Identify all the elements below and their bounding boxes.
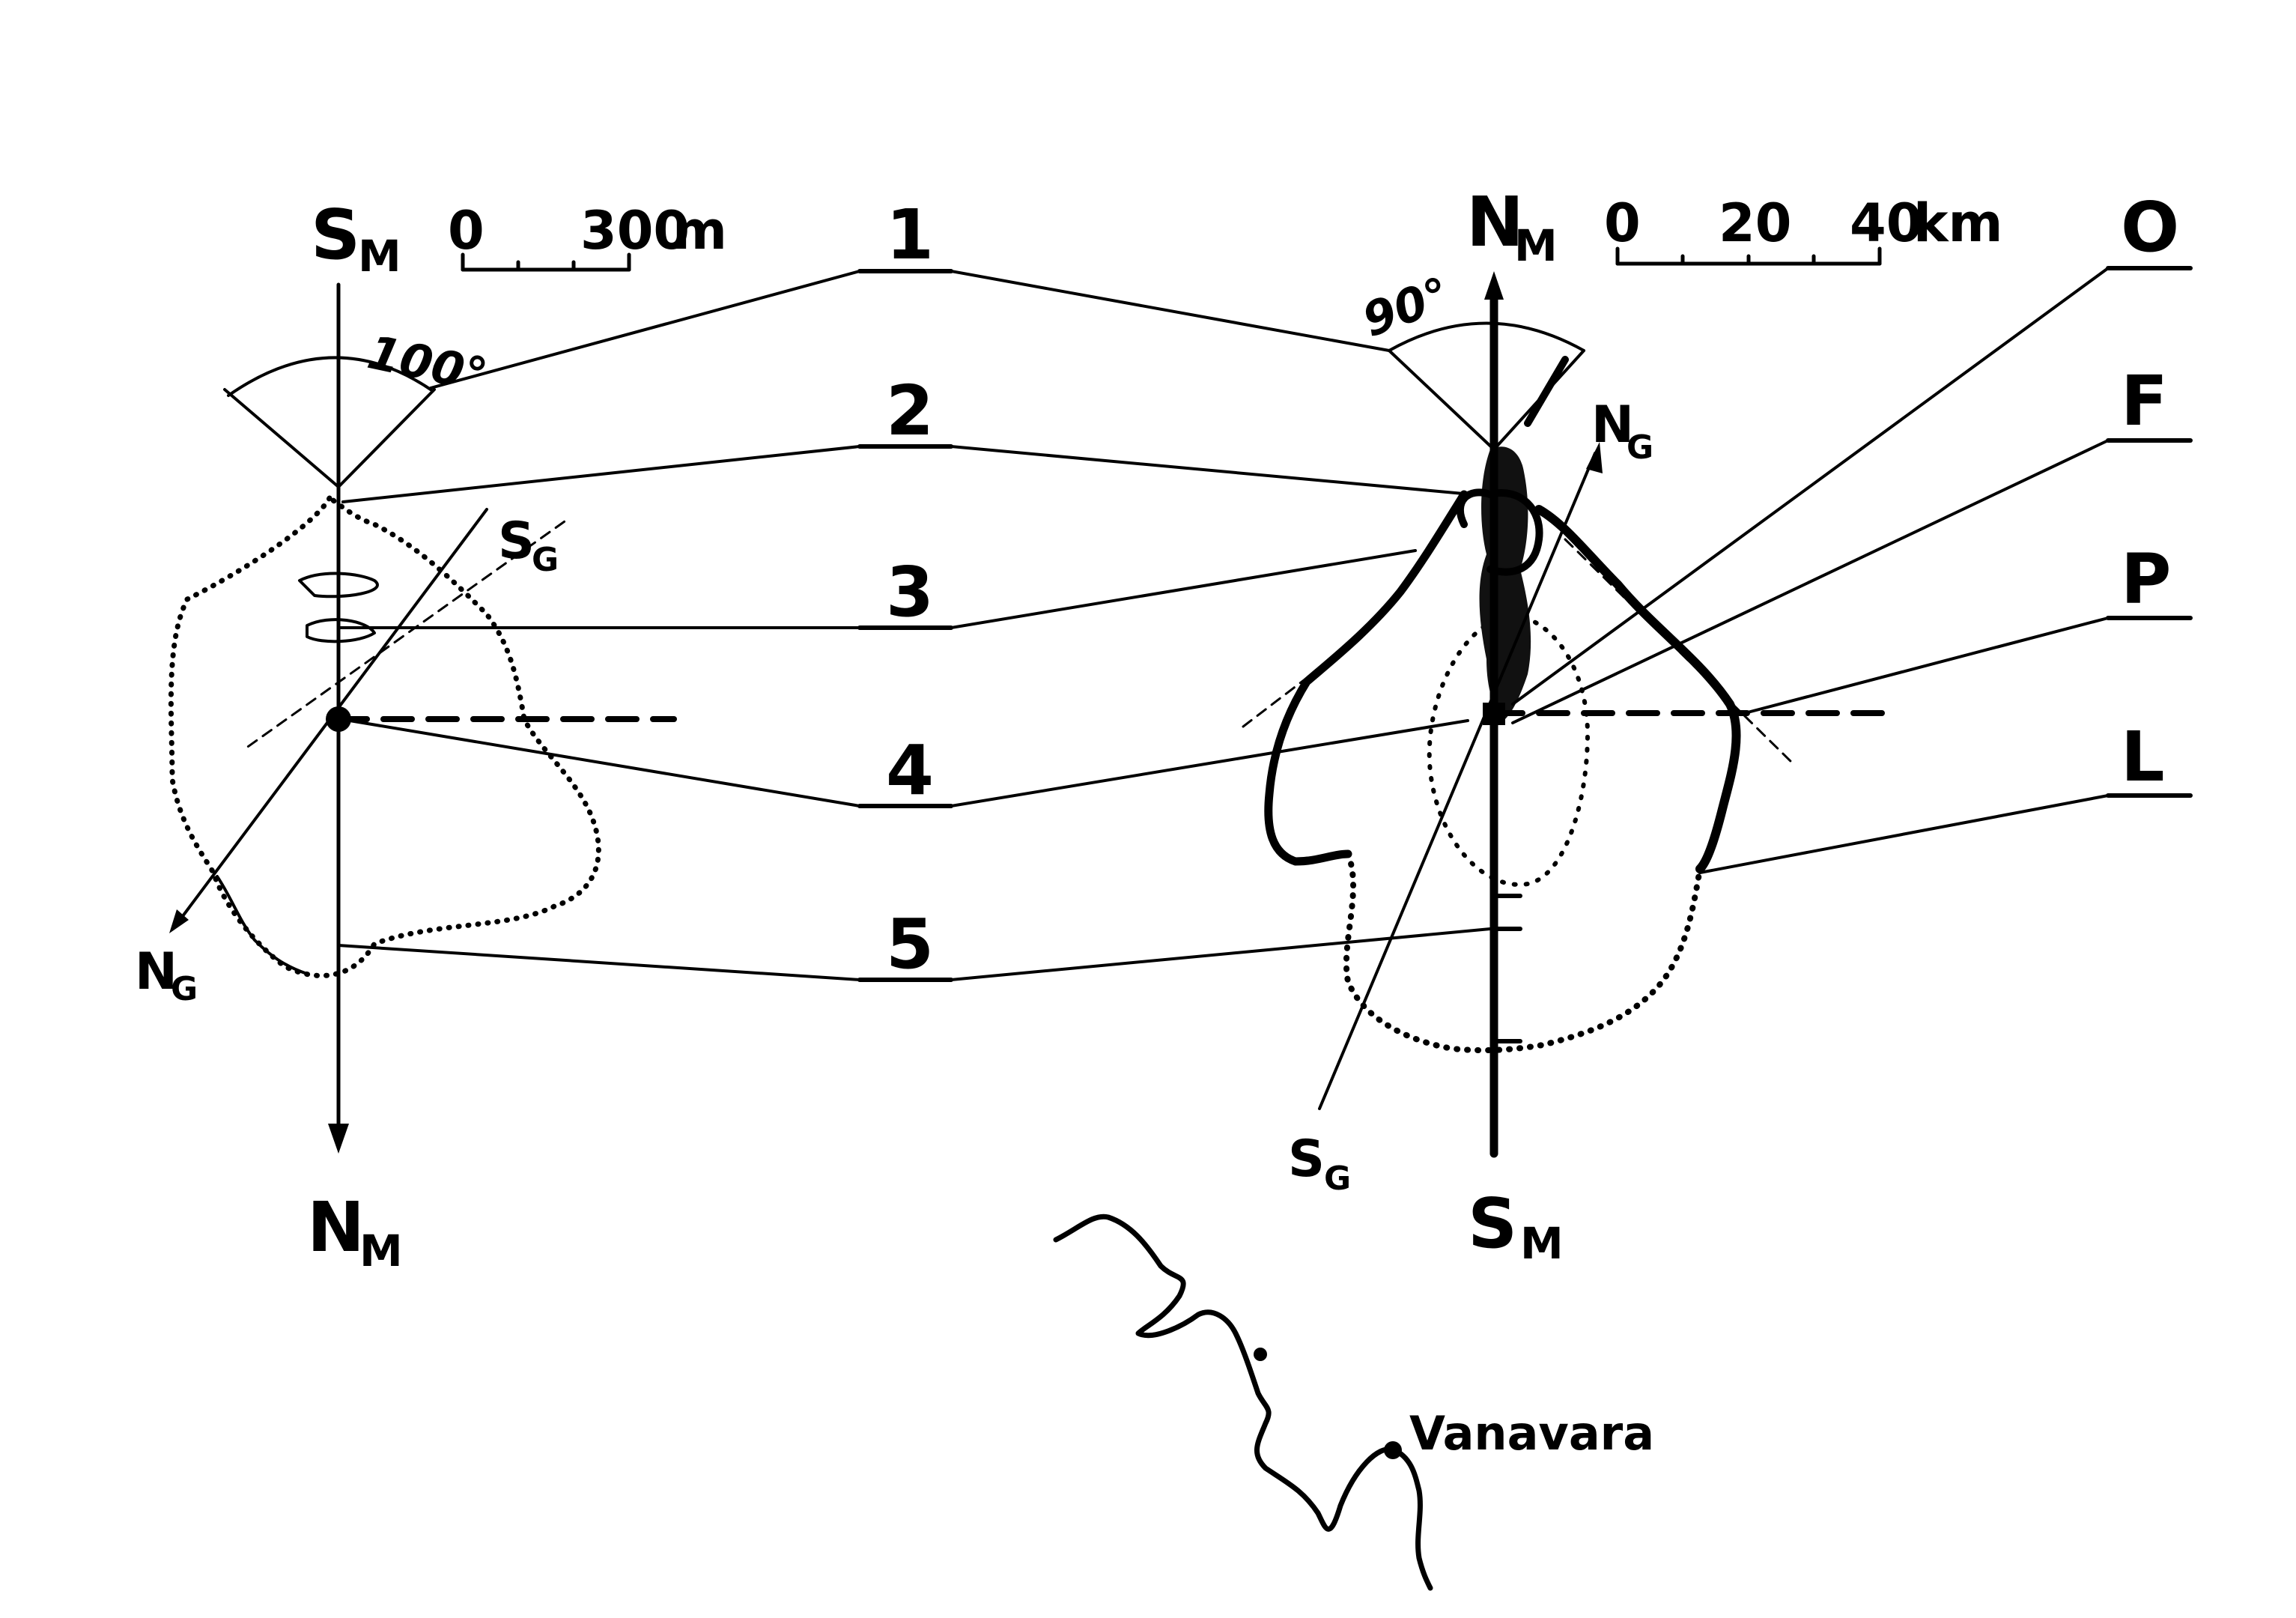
right-letter-connectors xyxy=(1511,266,2193,874)
right-sector-heavy-stroke xyxy=(1524,356,1569,427)
left-dotted-outline xyxy=(168,495,601,978)
right-inner-ellipse xyxy=(1427,612,1590,887)
right-dashed-diagonal-w xyxy=(1242,628,1372,728)
connector-label-1: 1 xyxy=(886,195,934,275)
right-geo-south-label: S xyxy=(1288,1130,1325,1189)
right-core-loop xyxy=(1457,488,1543,576)
left-diagram: S M N M N G S G 100° 0 300 m xyxy=(135,195,727,1276)
left-swamp-shape-a xyxy=(298,572,379,599)
left-axis-arrowhead xyxy=(328,1124,349,1154)
river-node xyxy=(1254,1348,1267,1361)
connector-label-5: 5 xyxy=(886,904,934,984)
left-sector-edge-b xyxy=(337,388,436,488)
right-geo-arrowhead xyxy=(1586,442,1603,473)
left-scale-tick-0: 0 xyxy=(448,200,485,261)
right-letter-label-p: P xyxy=(2121,539,2171,619)
connector-label-3: 3 xyxy=(886,552,934,632)
right-bottom-sub: M xyxy=(1520,1218,1564,1269)
left-geo-south-sub: G xyxy=(532,541,559,579)
right-letter-label-l: L xyxy=(2121,717,2165,797)
left-dashed-trajectory xyxy=(246,517,570,748)
river xyxy=(1053,1214,1433,1591)
vanavara-label: Vanavara xyxy=(1409,1406,1654,1461)
right-sector-edge-a xyxy=(1388,349,1495,451)
left-swamp-shape-b xyxy=(306,618,376,643)
left-outline-solid xyxy=(216,875,309,975)
right-scale-unit: km xyxy=(1913,193,2003,254)
right-letter-label-f: F xyxy=(2121,361,2168,441)
right-sector-arc xyxy=(1388,321,1585,352)
connector-label-4: 4 xyxy=(886,730,934,810)
left-sector-edge-a xyxy=(223,388,340,488)
right-epicenter-marker xyxy=(1483,703,1505,725)
right-letter-label-o: O xyxy=(2121,187,2179,267)
right-top-label: N xyxy=(1466,182,1524,262)
left-geo-north-sub: G xyxy=(171,970,198,1008)
right-geographic-axis xyxy=(1318,452,1597,1110)
right-axis-arrowhead xyxy=(1484,271,1504,300)
right-geo-north-label: N xyxy=(1591,396,1634,455)
left-top-sub: M xyxy=(358,231,401,282)
right-top-sub: M xyxy=(1514,220,1558,271)
left-epicenter-dot xyxy=(326,706,351,732)
right-scale-tick-2: 40 xyxy=(1850,193,1922,254)
left-scale-bar: 0 300 m xyxy=(448,200,727,272)
left-bottom-label: N xyxy=(307,1187,365,1267)
right-scale-tick-0: 0 xyxy=(1604,193,1641,254)
right-outer-outline-thick xyxy=(1264,490,1469,866)
left-top-label: S xyxy=(311,195,360,275)
right-geo-south-sub: G xyxy=(1324,1160,1351,1198)
right-core-blob xyxy=(1479,446,1531,719)
right-angle-label: 90° xyxy=(1355,266,1457,348)
right-geo-north-sub: G xyxy=(1627,428,1653,467)
right-scale-tick-1: 20 xyxy=(1719,193,1791,254)
right-outer-outline-dotted xyxy=(1343,851,1703,1054)
right-dashed-diagonal xyxy=(1564,538,1795,766)
connector-label-2: 2 xyxy=(886,371,934,451)
left-scale-unit: m xyxy=(672,200,727,261)
left-bottom-sub: M xyxy=(359,1225,403,1276)
left-scale-tick-1: 300 xyxy=(580,200,690,261)
left-geo-arrowhead xyxy=(169,909,189,933)
left-sector-arc xyxy=(227,356,434,397)
left-angle-label: 100° xyxy=(363,324,492,403)
right-scale-bar: 0 20 40 km xyxy=(1604,193,2003,266)
vanavara-dot xyxy=(1384,1441,1402,1459)
left-geo-south-label: S xyxy=(498,512,535,571)
right-bottom-label: S xyxy=(1468,1184,1517,1264)
left-geo-north-label: N xyxy=(135,942,177,1002)
river-line xyxy=(1053,1214,1433,1591)
connector-lines xyxy=(337,269,1492,982)
